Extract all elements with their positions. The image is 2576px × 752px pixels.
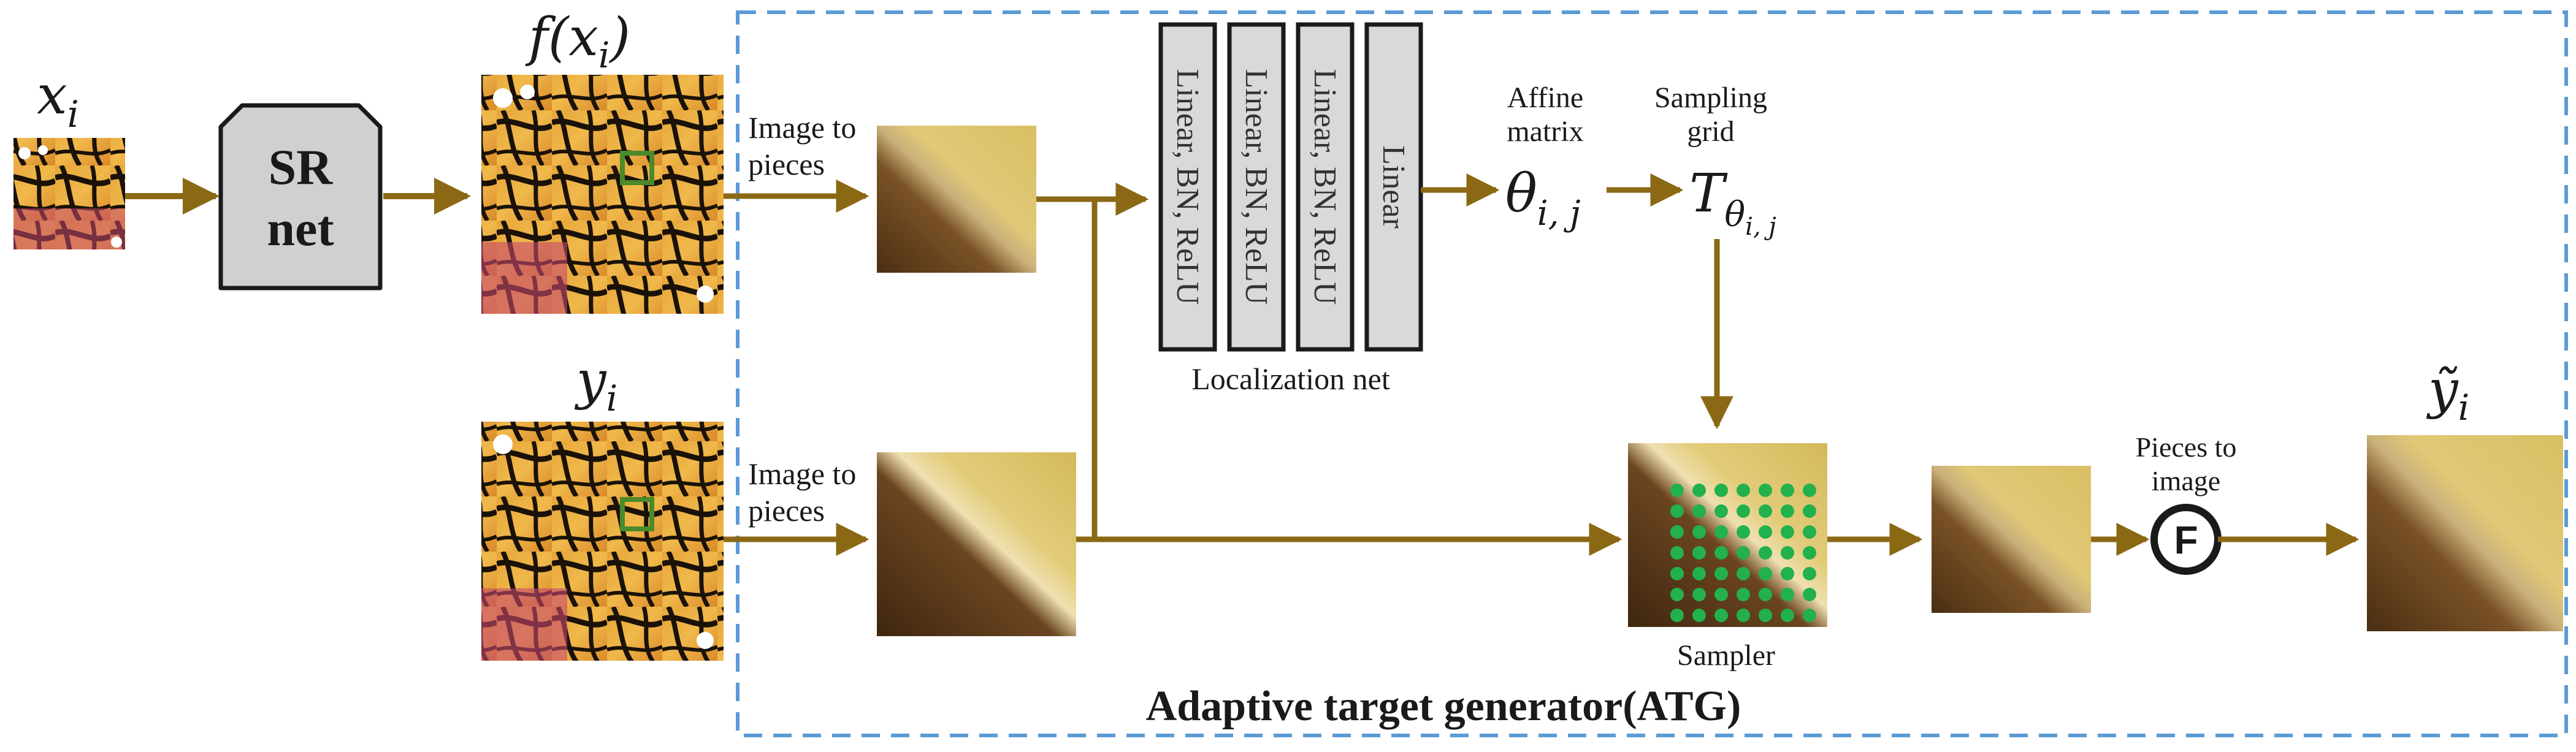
output-target-label: ỹi [2426,359,2469,428]
sr-net-block [218,103,383,291]
grid-dot [1714,504,1728,518]
grid-dot [1670,546,1684,560]
pieces-top-caption-2: pieces [748,147,825,181]
grid-dot [1670,504,1684,518]
grid-dot [1803,546,1816,560]
loc-layer-2 [1227,22,1286,352]
output-target-image [2367,435,2563,631]
sampling-grid-dots [1670,484,1816,622]
grid-dot [1714,609,1728,622]
grid-dot [1781,484,1794,497]
grid-dot [1803,567,1816,580]
grid-dot [1781,588,1794,601]
grid-dot [1759,588,1772,601]
grid-dot [1692,567,1706,580]
grid-dot [1737,546,1750,560]
sr-net-label-line1: SR [269,139,334,195]
grid-dot [1737,588,1750,601]
grid-dot [1737,609,1750,622]
sampling-caption-2: grid [1687,115,1734,148]
loc-layer-3 [1296,22,1355,352]
crop-highlight-box [620,151,654,185]
sampling-symbol: Tθi, j [1689,163,1776,241]
pieces-bottom-caption-1: Image to [748,457,856,491]
ground-truth-label: yi [574,350,617,419]
grid-dot [1781,567,1794,580]
grid-dot [1692,484,1706,497]
grid-dot [1714,525,1728,539]
sr-output-label: f(xi) [525,7,630,76]
grid-dot [1759,546,1772,560]
grid-dot [1759,504,1772,518]
grid-dot [1803,504,1816,518]
input-lr-label: xi [37,63,79,136]
grid-dot [1670,484,1684,497]
affine-caption-2: matrix [1507,115,1583,148]
sr-net-label-line2: net [267,200,334,256]
loc-layer-3-label: Linear, BN, ReLU [1307,69,1342,305]
pieces-bottom-caption-2: pieces [748,493,825,528]
grid-dot [1737,504,1750,518]
atg-frame [736,10,2568,737]
sampling-caption-1: Sampling [1654,82,1767,114]
gt-crop-highlight-box [620,497,654,531]
grid-dot [1670,588,1684,601]
grid-dot [1714,588,1728,601]
grid-dot [1759,484,1772,497]
grid-dot [1714,567,1728,580]
resampled-patch [1932,466,2091,613]
grid-dot [1692,525,1706,539]
sampler-caption: Sampler [1677,639,1775,672]
grid-dot [1781,504,1794,518]
grid-dot [1670,525,1684,539]
grid-dot [1803,525,1816,539]
pieces-top-caption-1: Image to [748,110,856,145]
grid-dot [1692,504,1706,518]
affine-symbol: θi, j [1505,163,1581,234]
grid-dot [1692,546,1706,560]
grid-dot [1781,609,1794,622]
grid-dot [1692,609,1706,622]
sr-output-image [481,75,724,314]
grid-dot [1759,567,1772,580]
localization-net: Linear, BN, ReLU Linear, BN, ReLU Linear… [1158,22,1423,352]
ground-truth-image [481,422,724,661]
loc-layer-4 [1364,22,1423,352]
grid-dot [1781,525,1794,539]
grid-dot [1781,546,1794,560]
sampler-block [1628,443,1827,627]
fusion-symbol: F [2174,518,2198,562]
grid-dot [1803,609,1816,622]
grid-dot [1714,546,1728,560]
grid-dot [1803,484,1816,497]
grid-dot [1670,567,1684,580]
grid-dot [1737,484,1750,497]
grid-dot [1759,609,1772,622]
grid-dot [1670,609,1684,622]
fusion-caption-2: image [2152,465,2220,496]
grid-dot [1737,567,1750,580]
affine-caption-1: Affine [1507,82,1583,114]
loc-layer-2-label: Linear, BN, ReLU [1239,69,1274,305]
patch-bottom [877,452,1076,636]
localization-net-caption: Localization net [1191,362,1390,396]
grid-dot [1803,588,1816,601]
loc-layer-1 [1158,22,1217,352]
grid-dot [1737,525,1750,539]
grid-dot [1759,525,1772,539]
grid-dot [1714,484,1728,497]
atg-frame-title: Adaptive target generator(ATG) [1146,683,1741,730]
patch-top [877,126,1036,273]
loc-layer-1-label: Linear, BN, ReLU [1170,69,1205,305]
grid-dot [1692,588,1706,601]
input-lr-image [13,138,125,249]
loc-layer-4-label: Linear [1376,145,1411,229]
fusion-caption-1: Pieces to [2136,431,2237,463]
